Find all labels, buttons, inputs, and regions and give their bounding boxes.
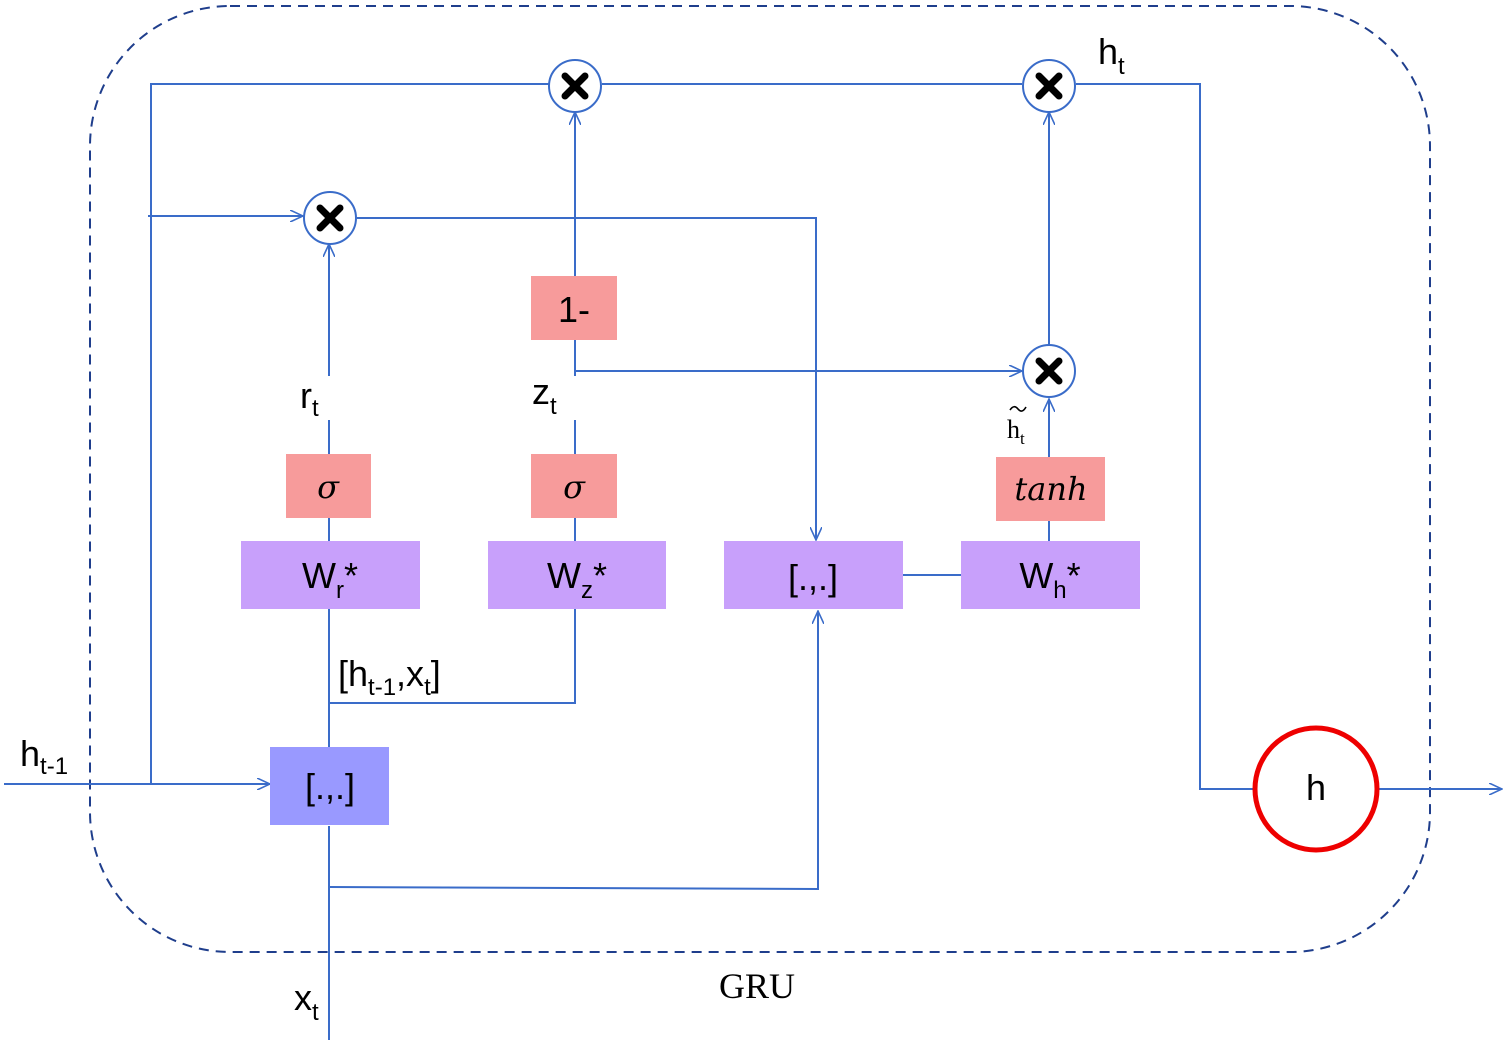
sigma-r-label: σ — [317, 468, 340, 506]
multiply-icon — [1035, 357, 1063, 385]
concat-reset-label: [.,.] — [788, 557, 838, 598]
svg-text:ht: ht — [1007, 415, 1025, 448]
sigma-z-label: σ — [563, 468, 586, 506]
wr-label: Wr* — [302, 555, 358, 604]
diagram-title: GRU — [719, 966, 795, 1006]
output-node-label: h — [1306, 767, 1326, 808]
wr-box: Wr* — [241, 541, 420, 609]
sigma-z-box: σ — [531, 454, 617, 518]
h-tilde-label: ht — [1007, 405, 1027, 448]
output-node: h — [1252, 725, 1380, 853]
sigma-r-box: σ — [286, 454, 371, 518]
x-label: xt — [294, 977, 319, 1026]
wh-label: Wh* — [1019, 555, 1080, 604]
multiply-node-reset — [303, 191, 357, 245]
concat-input-label: [.,.] — [305, 766, 355, 807]
tanh-label: tanh — [1014, 470, 1087, 508]
wh-box: Wh* — [961, 541, 1140, 609]
wz-box: Wz* — [488, 541, 666, 609]
multiply-icon — [561, 72, 589, 100]
one-minus-label: 1- — [558, 289, 590, 330]
h-t-label: ht — [1098, 31, 1125, 80]
concat-input-text: [ht-1,xt] — [338, 653, 441, 701]
h-prev-top-line — [150, 83, 550, 784]
reset-to-concat-line — [357, 217, 816, 540]
multiply-node-top-left — [548, 59, 602, 113]
multiply-icon — [316, 204, 344, 232]
concat-input-box: [.,.] — [270, 747, 389, 825]
tanh-box: tanh — [996, 457, 1105, 521]
z-t-label: zt — [532, 371, 557, 420]
h-prev-label: ht-1 — [20, 733, 68, 780]
concat-reset-box: [.,.] — [724, 541, 903, 609]
gru-cell-boundary — [89, 5, 1431, 953]
multiply-node-candidate — [1022, 344, 1076, 398]
concat-to-wz-line — [329, 609, 576, 704]
wz-label: Wz* — [547, 555, 607, 604]
x-to-concat-line — [328, 611, 818, 891]
output-line — [1076, 83, 1254, 790]
connections — [4, 83, 1502, 1040]
one-minus-box: 1- — [531, 276, 617, 340]
multiply-node-top-right — [1022, 59, 1076, 113]
r-t-label: rt — [300, 375, 319, 422]
multiply-icon — [1035, 72, 1063, 100]
